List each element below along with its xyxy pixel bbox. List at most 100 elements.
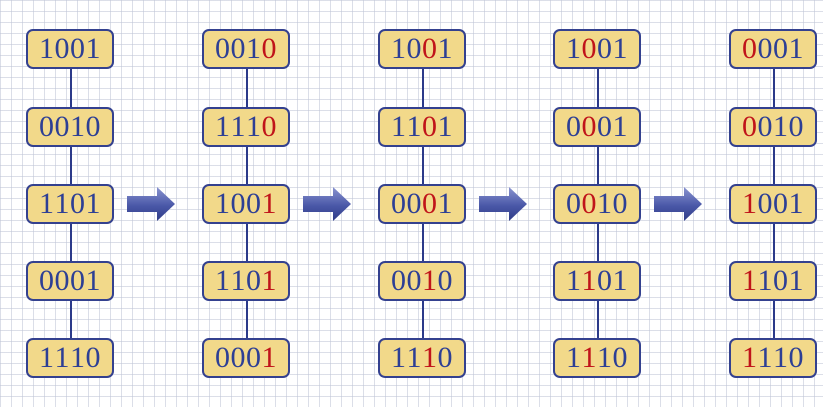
bit: 0 bbox=[85, 341, 101, 374]
bit: 0 bbox=[788, 110, 804, 143]
bit: 0 bbox=[788, 341, 804, 374]
bit: 1 bbox=[54, 341, 70, 374]
bit: 1 bbox=[246, 32, 262, 65]
highlighted-bit: 0 bbox=[422, 32, 438, 65]
bit: 0 bbox=[54, 110, 70, 143]
bit: 0 bbox=[406, 264, 422, 297]
right-arrow-icon bbox=[127, 187, 175, 221]
highlighted-bit: 0 bbox=[261, 32, 277, 65]
right-arrow-icon bbox=[479, 187, 527, 221]
bit: 1 bbox=[597, 341, 613, 374]
highlighted-bit: 0 bbox=[581, 187, 597, 220]
bit: 1 bbox=[566, 341, 582, 374]
bit: 1 bbox=[437, 187, 453, 220]
highlighted-bit: 1 bbox=[422, 341, 438, 374]
bit: 1 bbox=[85, 187, 101, 220]
bit: 1 bbox=[215, 187, 231, 220]
bit: 1 bbox=[612, 110, 628, 143]
bit: 1 bbox=[39, 187, 55, 220]
bit: 1 bbox=[788, 187, 804, 220]
bit: 0 bbox=[391, 264, 407, 297]
bit: 1 bbox=[215, 264, 231, 297]
bit: 0 bbox=[406, 187, 422, 220]
bit: 0 bbox=[612, 187, 628, 220]
bit: 1 bbox=[757, 341, 773, 374]
bit: 0 bbox=[406, 32, 422, 65]
highlighted-bit: 1 bbox=[422, 264, 438, 297]
highlighted-bit: 0 bbox=[742, 110, 758, 143]
bit: 1 bbox=[757, 264, 773, 297]
bit: 0 bbox=[70, 187, 86, 220]
bit: 1 bbox=[246, 110, 262, 143]
bit: 1 bbox=[406, 110, 422, 143]
highlighted-bit: 1 bbox=[581, 264, 597, 297]
bit: 0 bbox=[230, 341, 246, 374]
bit: 0 bbox=[230, 32, 246, 65]
bit: 0 bbox=[437, 341, 453, 374]
highlighted-bit: 0 bbox=[742, 32, 758, 65]
bit: 1 bbox=[437, 32, 453, 65]
bit: 0 bbox=[437, 264, 453, 297]
highlighted-bit: 0 bbox=[261, 110, 277, 143]
bit: 1 bbox=[566, 264, 582, 297]
bit: 0 bbox=[246, 187, 262, 220]
bit: 0 bbox=[215, 341, 231, 374]
bit: 1 bbox=[597, 187, 613, 220]
bit: 0 bbox=[70, 32, 86, 65]
bit: 1 bbox=[566, 32, 582, 65]
bit: 0 bbox=[54, 32, 70, 65]
bit: 1 bbox=[85, 264, 101, 297]
bit: 0 bbox=[39, 110, 55, 143]
bit: 1 bbox=[391, 110, 407, 143]
bit: 1 bbox=[230, 264, 246, 297]
bit: 0 bbox=[757, 32, 773, 65]
bit: 0 bbox=[566, 187, 582, 220]
bit: 0 bbox=[757, 110, 773, 143]
highlighted-bit: 0 bbox=[581, 110, 597, 143]
highlighted-bit: 1 bbox=[742, 264, 758, 297]
bit: 1 bbox=[612, 32, 628, 65]
highlighted-bit: 1 bbox=[581, 341, 597, 374]
bit: 1 bbox=[39, 32, 55, 65]
bit: 0 bbox=[597, 110, 613, 143]
bit: 1 bbox=[70, 341, 86, 374]
highlighted-bit: 0 bbox=[581, 32, 597, 65]
bit: 1 bbox=[85, 32, 101, 65]
bit: 0 bbox=[773, 32, 789, 65]
bit: 0 bbox=[612, 341, 628, 374]
bit: 0 bbox=[246, 264, 262, 297]
bit: 1 bbox=[788, 264, 804, 297]
bit: 1 bbox=[773, 110, 789, 143]
highlighted-bit: 0 bbox=[422, 187, 438, 220]
highlighted-bit: 1 bbox=[261, 341, 277, 374]
bit: 0 bbox=[230, 187, 246, 220]
bit: 1 bbox=[773, 341, 789, 374]
highlighted-bit: 0 bbox=[422, 110, 438, 143]
bit: 1 bbox=[70, 110, 86, 143]
bit: 1 bbox=[391, 32, 407, 65]
bit: 0 bbox=[597, 264, 613, 297]
highlighted-bit: 1 bbox=[261, 187, 277, 220]
